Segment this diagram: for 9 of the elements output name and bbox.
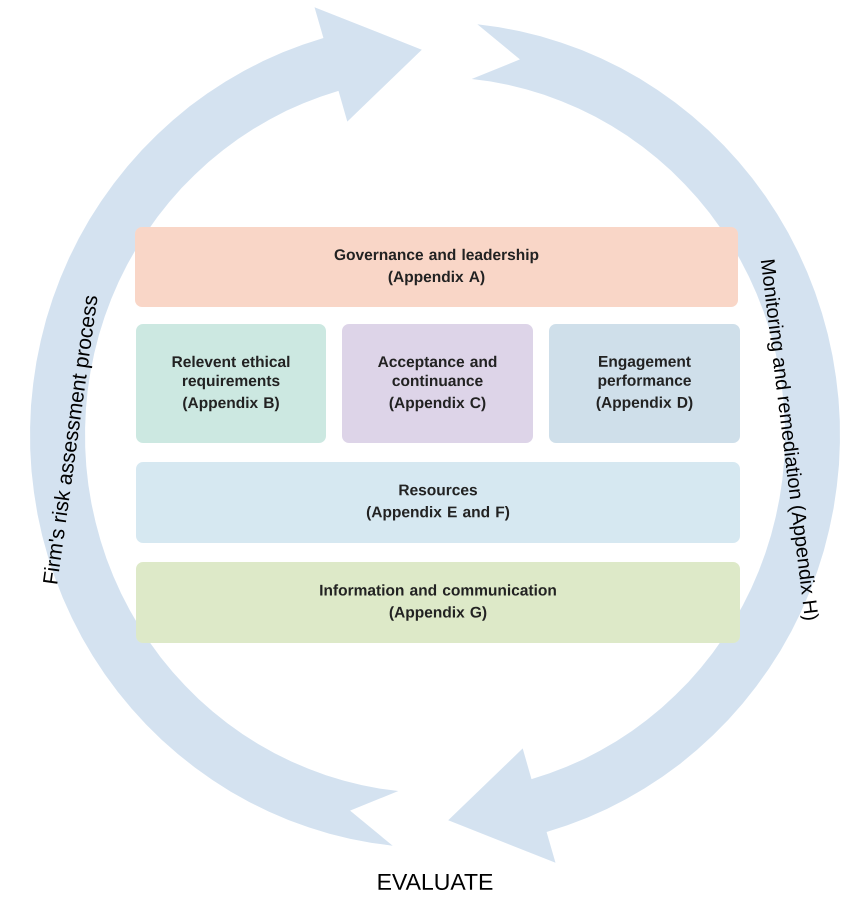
section-box: Acceptance and continuance (Appendix C) xyxy=(342,324,533,443)
arc-label: Firm's risk assessment process xyxy=(42,296,98,584)
arc-label: Monitoring and remediation (Appendix H) xyxy=(760,260,819,620)
section-box: Information and communication (Appendix G) xyxy=(136,562,740,643)
section-box: Relevent ethical requirements (Appendix B) xyxy=(136,324,326,443)
section-box: Resources (Appendix E and F) xyxy=(136,462,740,543)
caption-label: EVALUATE xyxy=(378,874,492,890)
section-box: Engagement performance (Appendix D) xyxy=(549,324,740,443)
section-box: Governance and leadership (Appendix A) xyxy=(135,227,738,307)
